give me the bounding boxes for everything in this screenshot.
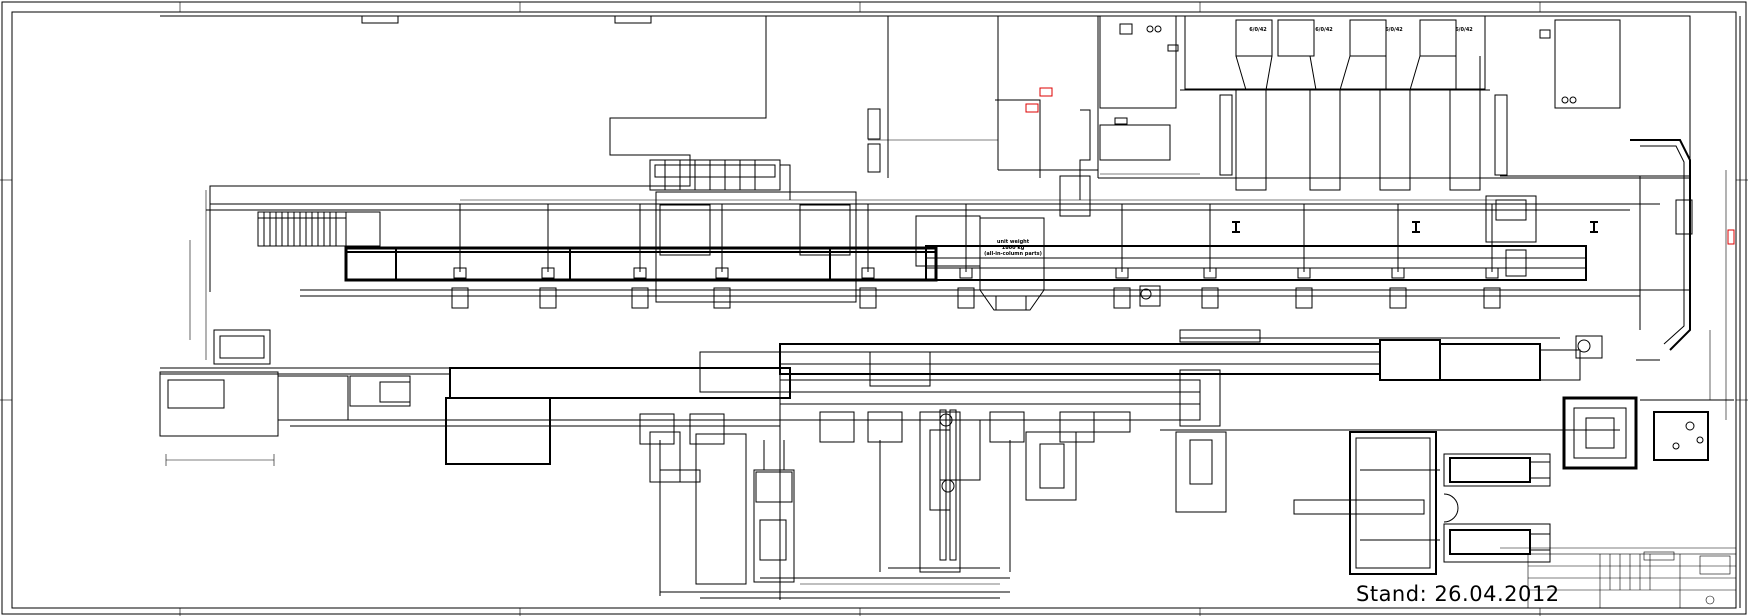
right-side-equipment — [1139, 139, 1734, 575]
svg-text:6/0/42: 6/0/42 — [1249, 27, 1267, 33]
weight-annotation: unit weight 1800 kg (all-in-column parts… — [984, 239, 1042, 257]
hood-tags: 6/0/42 6/0/42 6/0/42 6/0/42 — [1249, 27, 1473, 33]
dimension-lines — [165, 139, 1727, 585]
date-stamp: Stand: 26.04.2012 — [1356, 582, 1560, 606]
svg-text:unit weight: unit weight — [997, 239, 1030, 245]
machine-block-central — [649, 109, 1091, 311]
production-line — [159, 329, 1620, 465]
svg-text:6/0/42: 6/0/42 — [1315, 27, 1333, 33]
staircase — [257, 211, 381, 247]
hoists — [451, 204, 1598, 309]
svg-text:(all-in-column parts): (all-in-column parts) — [984, 251, 1042, 257]
svg-text:6/0/42: 6/0/42 — [1385, 27, 1403, 33]
gantry-rail — [206, 176, 1691, 330]
lower-stations — [639, 409, 1227, 600]
svg-text:1800 kg: 1800 kg — [1002, 245, 1025, 251]
building-outline — [160, 15, 1741, 608]
exhaust-hoods — [1219, 19, 1508, 191]
svg-text:6/0/42: 6/0/42 — [1455, 27, 1473, 33]
title-block — [1500, 547, 1737, 609]
revision-markers — [1025, 87, 1735, 245]
